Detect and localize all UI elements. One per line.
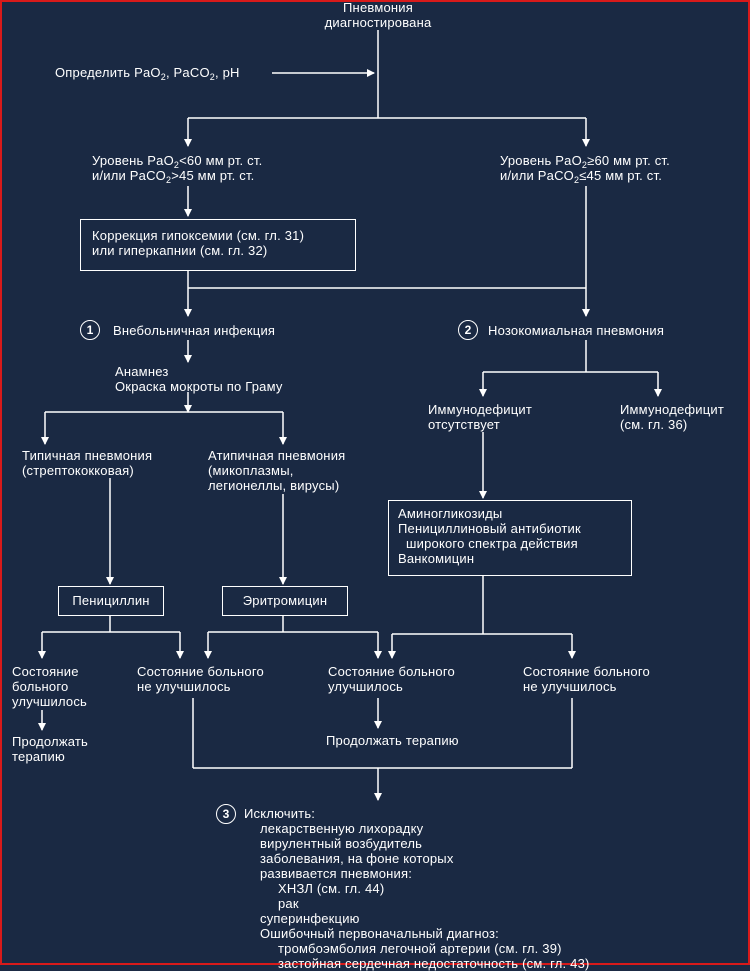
correction-line-1: Коррекция гипоксемии (см. гл. 31) [92, 228, 305, 243]
atypical-line-3: легионеллы, вирусы) [208, 478, 340, 493]
right-level-1a: Уровень PaO [500, 153, 582, 168]
step-2-badge: 2 [458, 320, 478, 340]
right-level: Уровень PaO2≥60 мм рт. ст. и/или PaCO2≤4… [500, 153, 670, 185]
start-line-2: диагностирована [324, 15, 432, 30]
continue-therapy-left: Продолжать терапию [12, 734, 88, 764]
exclude-item: развивается пневмония: [260, 866, 413, 881]
state-not-improved-right: Состояние больного не улучшилось [523, 664, 650, 694]
exclude-item: тромбоэмболия легочной артерии (см. гл. … [278, 941, 562, 956]
not-improved-left-line-2: не улучшилось [137, 679, 231, 694]
exclude-title: Исключить: [244, 806, 316, 821]
determine-mid: , PaCO [165, 65, 210, 80]
antibiotics-line-2: Пенициллиновый антибиотик [398, 521, 581, 536]
left-level-2s: 2 [166, 175, 172, 185]
immunodeficiency-present: Иммунодефицит (см. гл. 36) [620, 402, 724, 432]
immunodeficiency-absent: Иммунодефицит отсутствует [428, 402, 532, 432]
right-level-2a: и/или PaCO [500, 168, 574, 183]
continue-left-line-1: Продолжать [12, 734, 89, 749]
nosocomial-pneumonia: Нозокомиальная пневмония [488, 323, 665, 338]
step-1-badge: 1 [80, 320, 100, 340]
left-level-1a: Уровень PaO [92, 153, 174, 168]
atypical-pneumonia: Атипичная пневмония (микоплазмы, легионе… [208, 448, 345, 493]
immuno-present-line-2: (см. гл. 36) [620, 417, 688, 432]
typical-pneumonia: Типичная пневмония (стрептококковая) [22, 448, 152, 478]
penicillin-box [58, 586, 164, 616]
exclude-item: рак [278, 896, 299, 911]
erythromycin-label: Эритромицин [242, 593, 328, 608]
typical-line-1: Типичная пневмония [22, 448, 153, 463]
typical-line-2: (стрептококковая) [22, 463, 134, 478]
exclude-item: ХНЗЛ (см. гл. 44) [278, 881, 385, 896]
not-improved-left-line-1: Состояние больного [137, 664, 264, 679]
right-level-2b: ≤45 мм рт. ст. [579, 168, 663, 183]
not-improved-right-line-1: Состояние больного [523, 664, 650, 679]
start-node: Пневмония диагностирована [318, 0, 438, 30]
left-level-line-2: и/или PaCO2>45 мм рт. ст. [92, 168, 262, 185]
exclude-item: заболевания, на фоне которых [260, 851, 454, 866]
antibiotics-line-1: Аминогликозиды [398, 506, 503, 521]
improved-middle-line-2: улучшилось [328, 679, 403, 694]
step-3-badge: 3 [216, 804, 236, 824]
state-not-improved-left: Состояние больного не улучшилось [137, 664, 264, 694]
immuno-absent-line-1: Иммунодефицит [428, 402, 533, 417]
correction-box [80, 219, 356, 271]
improved-left-line-2: больного [12, 679, 69, 694]
antibiotics-text: Аминогликозиды Пенициллиновый антибиотик… [398, 506, 581, 566]
determine-sub-1: 2 [160, 72, 166, 82]
left-level-2a: и/или PaCO [92, 168, 166, 183]
determine-suffix: , pH [214, 65, 240, 80]
continue-left-line-2: терапию [12, 749, 65, 764]
state-improved-middle: Состояние больного улучшилось [328, 664, 455, 694]
continue-therapy-middle: Продолжать терапию [326, 733, 459, 748]
exclude-item: вирулентный возбудитель [260, 836, 423, 851]
atypical-line-1: Атипичная пневмония [208, 448, 346, 463]
improved-middle-line-1: Состояние больного [328, 664, 455, 679]
left-level-line-1: Уровень PaO2<60 мм рт. ст. [92, 153, 263, 170]
anamnesis-line-2: Окраска мокроты по Граму [115, 379, 283, 394]
right-level-1s: 2 [581, 160, 588, 170]
left-level-2b: >45 мм рт. ст. [171, 168, 255, 183]
correction-text: Коррекция гипоксемии (см. гл. 31) или ги… [92, 228, 304, 258]
determine-gases: Определить PaO2, PaCO2, pH [55, 65, 240, 82]
exclude-item: застойная сердечная недостаточность (см.… [278, 956, 590, 971]
immuno-present-line-1: Иммунодефицит [620, 402, 725, 417]
left-level: Уровень PaO2<60 мм рт. ст. и/или PaCO2>4… [92, 153, 263, 185]
exclude-item: лекарственную лихорадку [260, 821, 424, 836]
right-level-line-1: Уровень PaO2≥60 мм рт. ст. [500, 153, 670, 170]
community-infection: Внебольничная инфекция [113, 323, 276, 338]
anamnesis-line-1: Анамнез [115, 364, 169, 379]
right-level-2s: 2 [574, 175, 580, 185]
right-level-1b: ≥60 мм рт. ст. [587, 153, 670, 168]
state-improved-left: Состояние больного улучшилось [12, 664, 87, 709]
not-improved-right-line-2: не улучшилось [523, 679, 617, 694]
exclude-list: лекарственную лихорадку вирулентный возб… [260, 821, 590, 971]
start-line-1: Пневмония [343, 0, 413, 15]
right-level-line-2: и/или PaCO2≤45 мм рт. ст. [500, 168, 670, 185]
anamnesis: Анамнез Окраска мокроты по Граму [115, 364, 283, 394]
improved-left-line-1: Состояние [12, 664, 79, 679]
exclude-item: Ошибочный первоначальный диагноз: [260, 926, 499, 941]
exclude-item: суперинфекцию [260, 911, 360, 926]
determine-sub-2: 2 [209, 72, 215, 82]
determine-prefix: Определить PaO [55, 65, 161, 80]
atypical-line-2: (микоплазмы, [208, 463, 294, 478]
correction-line-2: или гиперкапнии (см. гл. 32) [92, 243, 268, 258]
immuno-absent-line-2: отсутствует [428, 417, 500, 432]
erythromycin-box [222, 586, 348, 616]
left-level-1s: 2 [173, 160, 180, 170]
left-level-1b: <60 мм рт. ст. [179, 153, 263, 168]
improved-left-line-3: улучшилось [12, 694, 87, 709]
penicillin-label: Пенициллин [72, 593, 150, 608]
antibiotics-line-3: широкого спектра действия [406, 536, 578, 551]
antibiotics-line-4: Ванкомицин [398, 551, 475, 566]
antibiotics-box [388, 500, 632, 576]
